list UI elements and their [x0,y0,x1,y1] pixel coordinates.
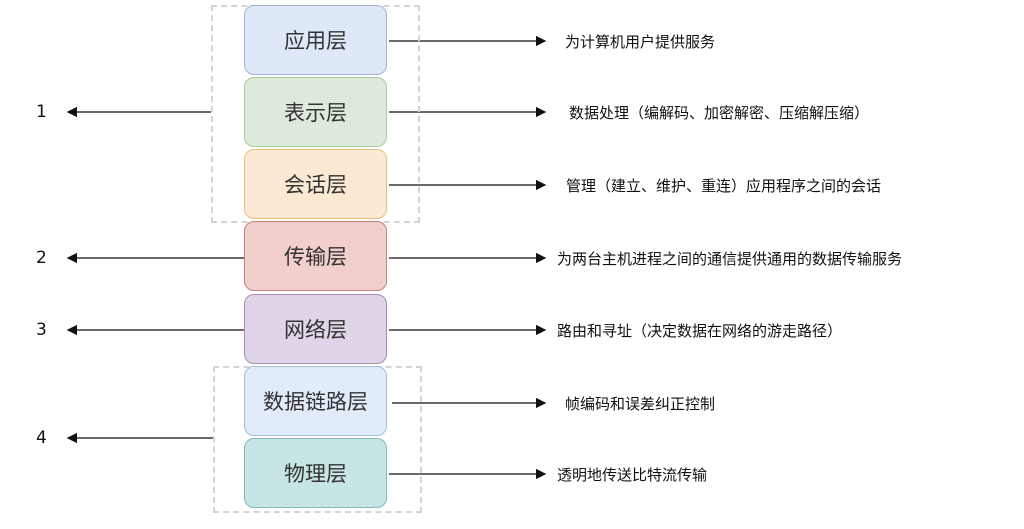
layer-box: 物理层 [244,438,387,508]
layer-box: 表示层 [244,77,387,147]
layer-box: 传输层 [244,221,387,291]
group-number: 3 [36,320,47,340]
group-number: 1 [36,102,47,122]
layer-description: 数据处理（编解码、加密解密、压缩解压缩） [569,104,870,122]
group-number: 4 [36,428,47,448]
layer-description: 为计算机用户提供服务 [565,33,716,51]
layer-box: 应用层 [244,5,387,75]
group-number: 2 [36,248,47,268]
layer-description: 管理（建立、维护、重连）应用程序之间的会话 [566,177,882,195]
layer-description: 为两台主机进程之间的通信提供通用的数据传输服务 [557,250,903,268]
layer-description: 透明地传送比特流传输 [557,466,708,484]
layer-description: 帧编码和误差纠正控制 [565,395,716,413]
layer-box: 会话层 [244,149,387,219]
layer-box: 数据链路层 [244,366,387,436]
layer-box: 网络层 [244,294,387,364]
layer-description: 路由和寻址（决定数据在网络的游走路径） [557,322,843,340]
